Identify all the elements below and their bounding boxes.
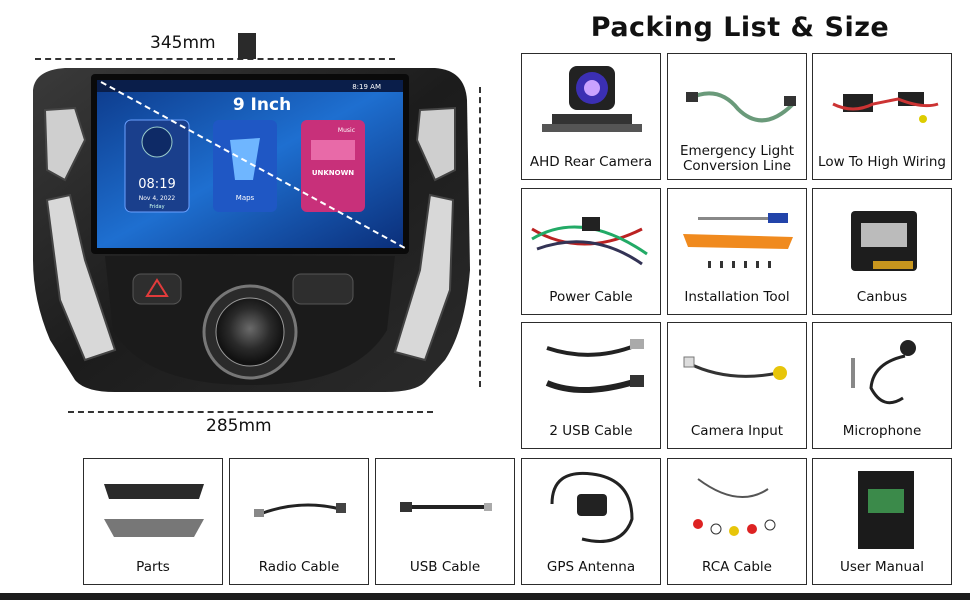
item-card: GPS Antenna: [521, 458, 661, 585]
car-stereo-image: 9 Inch 8:19 AM 08:19 Nov 4, 2022 Friday …: [33, 33, 470, 392]
item-card: RCA Cable: [667, 458, 807, 585]
item-card: Parts: [83, 458, 223, 585]
item-label: Canbus: [856, 289, 908, 305]
tool-icon: [668, 189, 806, 284]
screen-date: Nov 4, 2022: [139, 195, 176, 202]
item-card: 2 USB Cable: [521, 322, 661, 449]
cable-icon: [668, 54, 806, 149]
width-top-label: 345mm: [150, 33, 216, 53]
rca-icon: [668, 323, 806, 418]
item-card: Installation Tool: [667, 188, 807, 315]
screen-track: UNKNOWN: [312, 169, 354, 177]
screen-status-time: 8:19 AM: [352, 83, 381, 91]
manual-icon: [813, 459, 951, 554]
microphone-icon: [813, 323, 951, 418]
item-label: Power Cable: [549, 289, 633, 305]
rca-bundle-icon: [668, 459, 806, 554]
item-card: User Manual: [812, 458, 952, 585]
screen-music: Music: [338, 127, 355, 134]
width-bottom-dash: [68, 411, 433, 413]
item-label: 2 USB Cable: [549, 423, 633, 439]
box-icon: [813, 189, 951, 284]
item-card: Canbus: [812, 188, 952, 315]
item-label: Emergency Light Conversion Line: [679, 143, 795, 174]
antenna-cable-icon: [230, 459, 368, 554]
screen-size-label: 9 Inch: [233, 95, 291, 115]
item-card: AHD Rear Camera: [521, 53, 661, 180]
item-card: USB Cable: [375, 458, 515, 585]
usb-cable-icon: [376, 459, 514, 554]
item-card: Low To High Wiring: [812, 53, 952, 180]
item-label: Low To High Wiring: [818, 154, 946, 170]
wiring-icon: [813, 54, 951, 149]
item-label: GPS Antenna: [546, 559, 636, 575]
screen-day: Friday: [149, 204, 164, 210]
page-title: Packing List & Size: [590, 12, 890, 43]
item-label: Camera Input: [690, 423, 784, 439]
item-label: Installation Tool: [684, 289, 790, 305]
bracket-icon: [84, 459, 222, 554]
item-label: User Manual: [839, 559, 925, 575]
item-label: RCA Cable: [702, 559, 772, 575]
item-label: Parts: [136, 559, 170, 575]
item-label: Radio Cable: [258, 559, 340, 575]
screen-clock: 08:19: [138, 177, 175, 192]
item-label: USB Cable: [409, 559, 481, 575]
bottom-border: [0, 593, 970, 600]
item-label: Microphone: [842, 423, 922, 439]
usb-icon: [522, 323, 660, 418]
item-label: AHD Rear Camera: [529, 154, 653, 170]
item-card: Radio Cable: [229, 458, 369, 585]
item-card: Emergency Light Conversion Line: [667, 53, 807, 180]
item-card: Camera Input: [667, 322, 807, 449]
item-card: Power Cable: [521, 188, 661, 315]
gps-icon: [522, 459, 660, 554]
harness-icon: [522, 189, 660, 284]
width-bottom-label: 285mm: [206, 416, 272, 436]
camera-icon: [522, 54, 660, 149]
screen-maps: Maps: [236, 194, 255, 202]
item-card: Microphone: [812, 322, 952, 449]
width-top-dash: [35, 58, 395, 60]
height-dash: [479, 87, 481, 387]
